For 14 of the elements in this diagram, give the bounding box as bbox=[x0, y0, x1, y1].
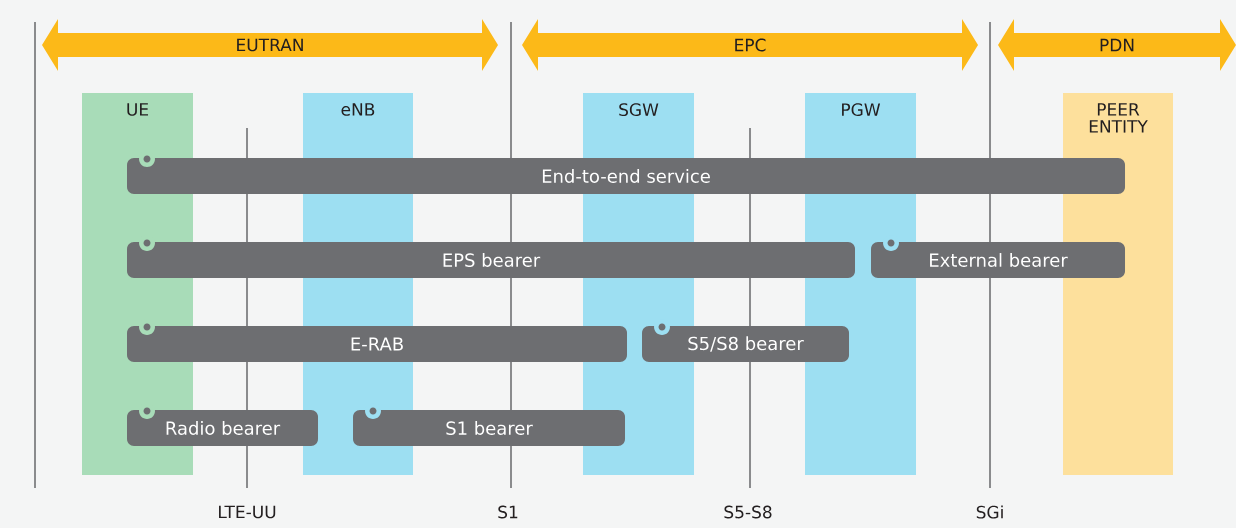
bearer-pipe: Radio bearer bbox=[127, 403, 318, 446]
interface-label: S5-S8 bbox=[724, 505, 772, 519]
interface-label: S1 bbox=[498, 505, 518, 519]
bearer-pipe: End-to-end service bbox=[127, 151, 1125, 194]
bearer-pipe: S1 bearer bbox=[353, 403, 625, 446]
dimension-line: EPC bbox=[522, 19, 978, 71]
dimension-line: EUTRAN bbox=[42, 19, 498, 71]
interface-label: LTE-UU bbox=[219, 505, 276, 519]
dimension-line: PDN bbox=[998, 19, 1236, 71]
bearer-pipe: EPS bearer bbox=[127, 235, 855, 278]
bearer-pipe: E-RAB bbox=[127, 319, 627, 362]
interface-label: SGi bbox=[976, 505, 1003, 519]
bearer-pipe: External bearer bbox=[871, 235, 1125, 278]
bearer-pipe: S5/S8 bearer bbox=[642, 319, 849, 362]
